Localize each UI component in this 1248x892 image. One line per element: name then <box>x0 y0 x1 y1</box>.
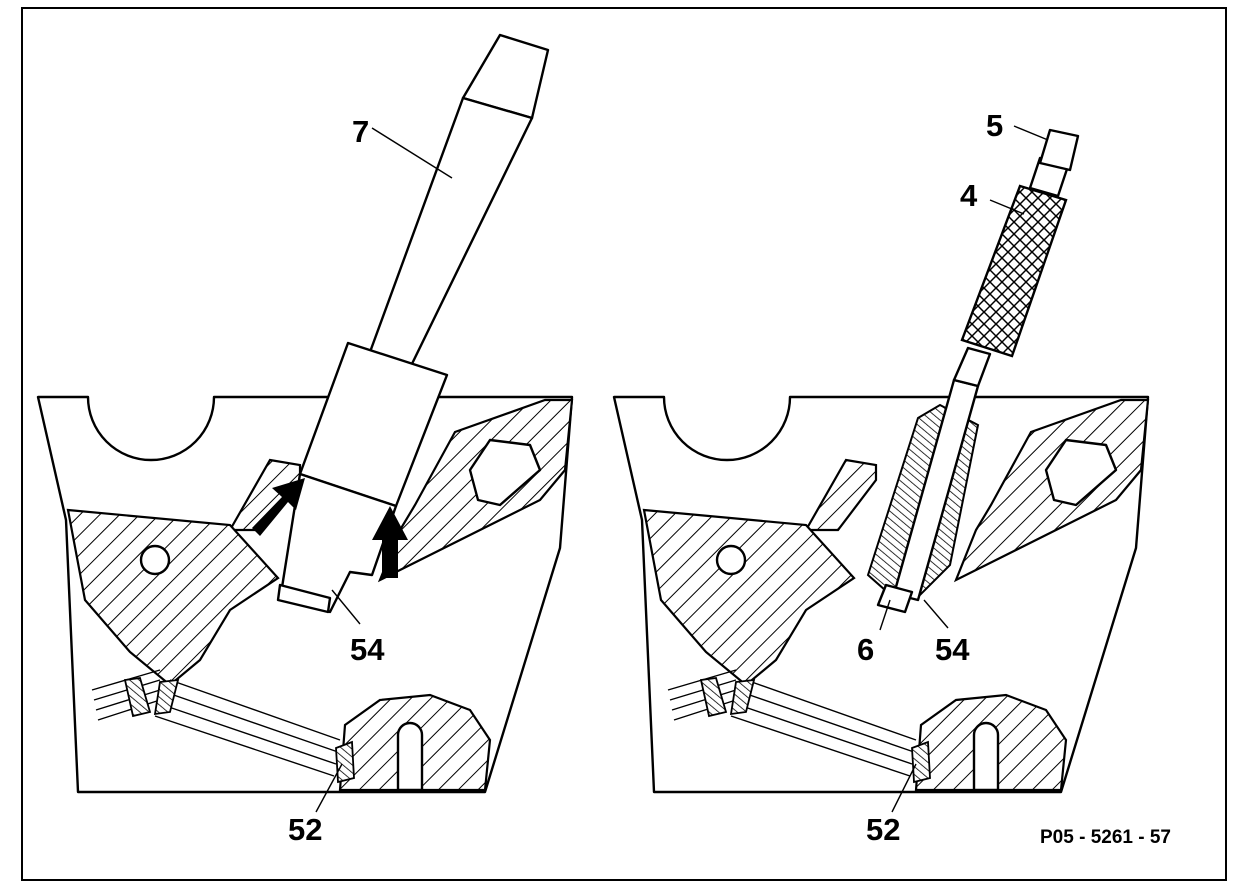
arrow-icon-left-1 <box>252 478 305 536</box>
leader-6 <box>879 599 891 631</box>
left-panel: 7 54 52 <box>36 33 574 847</box>
leader-7 <box>371 127 453 179</box>
leader-5 <box>1013 125 1049 141</box>
leader-4 <box>989 199 1025 215</box>
right-seat-ring-a <box>699 677 728 718</box>
right-panel: 5 4 6 54 52 <box>612 108 1150 847</box>
label-5: 5 <box>986 108 1003 143</box>
reamer-shaft <box>952 346 992 388</box>
left-head-outline <box>36 395 574 794</box>
left-seat-ring-a <box>123 677 152 718</box>
right-seat-52 <box>911 740 931 784</box>
left-seat-52 <box>335 740 355 784</box>
hex-tip-5 <box>1038 128 1080 172</box>
label-54-left: 54 <box>350 632 385 667</box>
leader-52-left <box>315 763 343 813</box>
label-6: 6 <box>857 632 874 667</box>
right-bottom-slot <box>972 721 1000 792</box>
label-52-left: 52 <box>288 812 322 847</box>
knurled-handle-4 <box>960 184 1068 358</box>
left-bolt-hole <box>139 544 171 576</box>
leader-52-right <box>891 763 917 813</box>
label-54-right: 54 <box>935 632 970 667</box>
right-bolt-hole <box>715 544 747 576</box>
right-lower-wall <box>642 508 856 687</box>
label-7: 7 <box>352 114 369 149</box>
tool-7 <box>276 33 550 614</box>
right-head-outline <box>612 395 1150 794</box>
right-seat-ring-b <box>729 678 756 716</box>
mandrel-6 <box>876 583 914 614</box>
figure-frame <box>21 7 1227 881</box>
left-lower-wall <box>66 508 280 687</box>
arrow-icon-left-2 <box>372 506 408 578</box>
leader-54-right <box>923 599 949 629</box>
left-seat-ring-b <box>153 678 180 716</box>
label-4: 4 <box>960 178 978 213</box>
left-coolant-port <box>468 438 542 507</box>
figure-code: P05 - 5261 - 57 <box>1040 827 1171 848</box>
right-upper-wall <box>804 458 878 532</box>
leader-54-left <box>331 589 361 625</box>
left-bottom-slot <box>396 721 424 792</box>
label-52-right: 52 <box>866 812 900 847</box>
right-coolant-port <box>1044 438 1118 507</box>
